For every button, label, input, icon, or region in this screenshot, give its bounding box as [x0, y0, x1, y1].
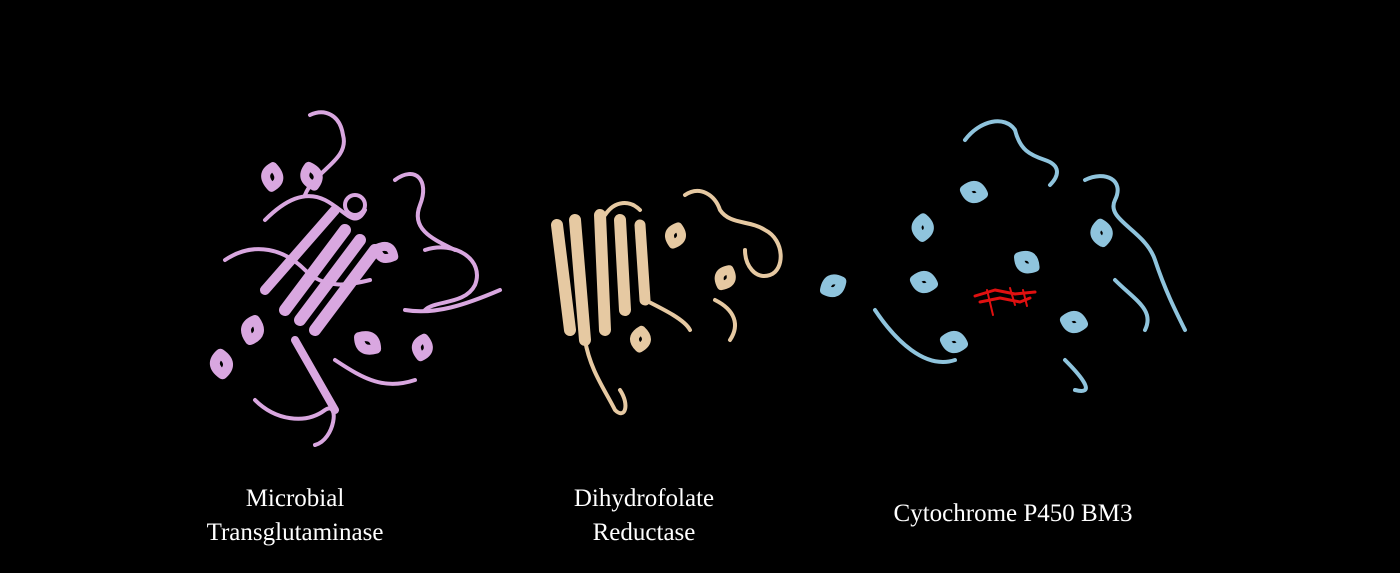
strand: [260, 205, 340, 295]
loop: [963, 119, 1059, 187]
helix: [630, 325, 651, 353]
strand: [594, 209, 611, 336]
strand: [294, 234, 366, 326]
helix: [960, 180, 988, 204]
helix: [940, 330, 968, 354]
loop: [423, 245, 479, 312]
protein-label-dihydrofolate-reductase: Dihydrofolate Reductase: [544, 482, 744, 550]
loop: [303, 110, 346, 197]
ribbon-diagram-1: [209, 110, 502, 447]
strand: [634, 219, 651, 306]
loop: [1063, 358, 1088, 393]
helix: [354, 331, 382, 355]
microbial-transglutaminase-structure: [165, 110, 505, 450]
loop: [603, 201, 642, 217]
helix: [714, 265, 736, 291]
helix: [820, 274, 847, 298]
loop: [263, 194, 367, 222]
helix: [241, 315, 264, 345]
helix: [411, 333, 433, 362]
loop: [683, 189, 783, 278]
loop: [253, 398, 336, 447]
heme-ligand: [973, 287, 1037, 316]
protein-label-microbial-transglutaminase: Microbial Transglutaminase: [195, 482, 395, 550]
protein-label-cytochrome-p450-bm3: Cytochrome P450 BM3: [863, 497, 1163, 531]
helix: [261, 162, 284, 192]
loop: [1083, 174, 1187, 332]
helix: [911, 213, 934, 242]
loop: [583, 338, 628, 416]
loop: [333, 358, 417, 386]
label-line: Microbial: [245, 485, 345, 512]
loop: [713, 298, 737, 342]
label-line: Reductase: [592, 519, 696, 546]
helix: [209, 348, 233, 380]
loop: [403, 288, 502, 314]
helix: [1090, 218, 1113, 248]
strand: [291, 336, 339, 414]
label-line: Transglutaminase: [206, 519, 384, 546]
loop: [643, 298, 692, 332]
helix: [1060, 310, 1088, 334]
ribbon-diagram-2: [551, 189, 783, 416]
strand: [551, 219, 576, 336]
strand: [309, 244, 381, 336]
cytochrome-p450-bm3-structure: [815, 110, 1195, 400]
ribbon-diagram-3: [820, 119, 1187, 393]
strand: [569, 214, 591, 346]
loop: [873, 308, 957, 364]
loop: [343, 193, 367, 217]
loop: [223, 247, 372, 287]
loop: [393, 172, 457, 252]
label-line: Dihydrofolate: [573, 485, 715, 512]
loop: [1113, 278, 1150, 332]
strand: [279, 224, 351, 316]
helix: [910, 270, 938, 294]
helix: [665, 222, 686, 249]
helix: [1014, 250, 1040, 274]
strand: [614, 214, 631, 316]
label-line: Cytochrome P450 BM3: [893, 500, 1133, 527]
dihydrofolate-reductase-structure: [545, 180, 795, 420]
